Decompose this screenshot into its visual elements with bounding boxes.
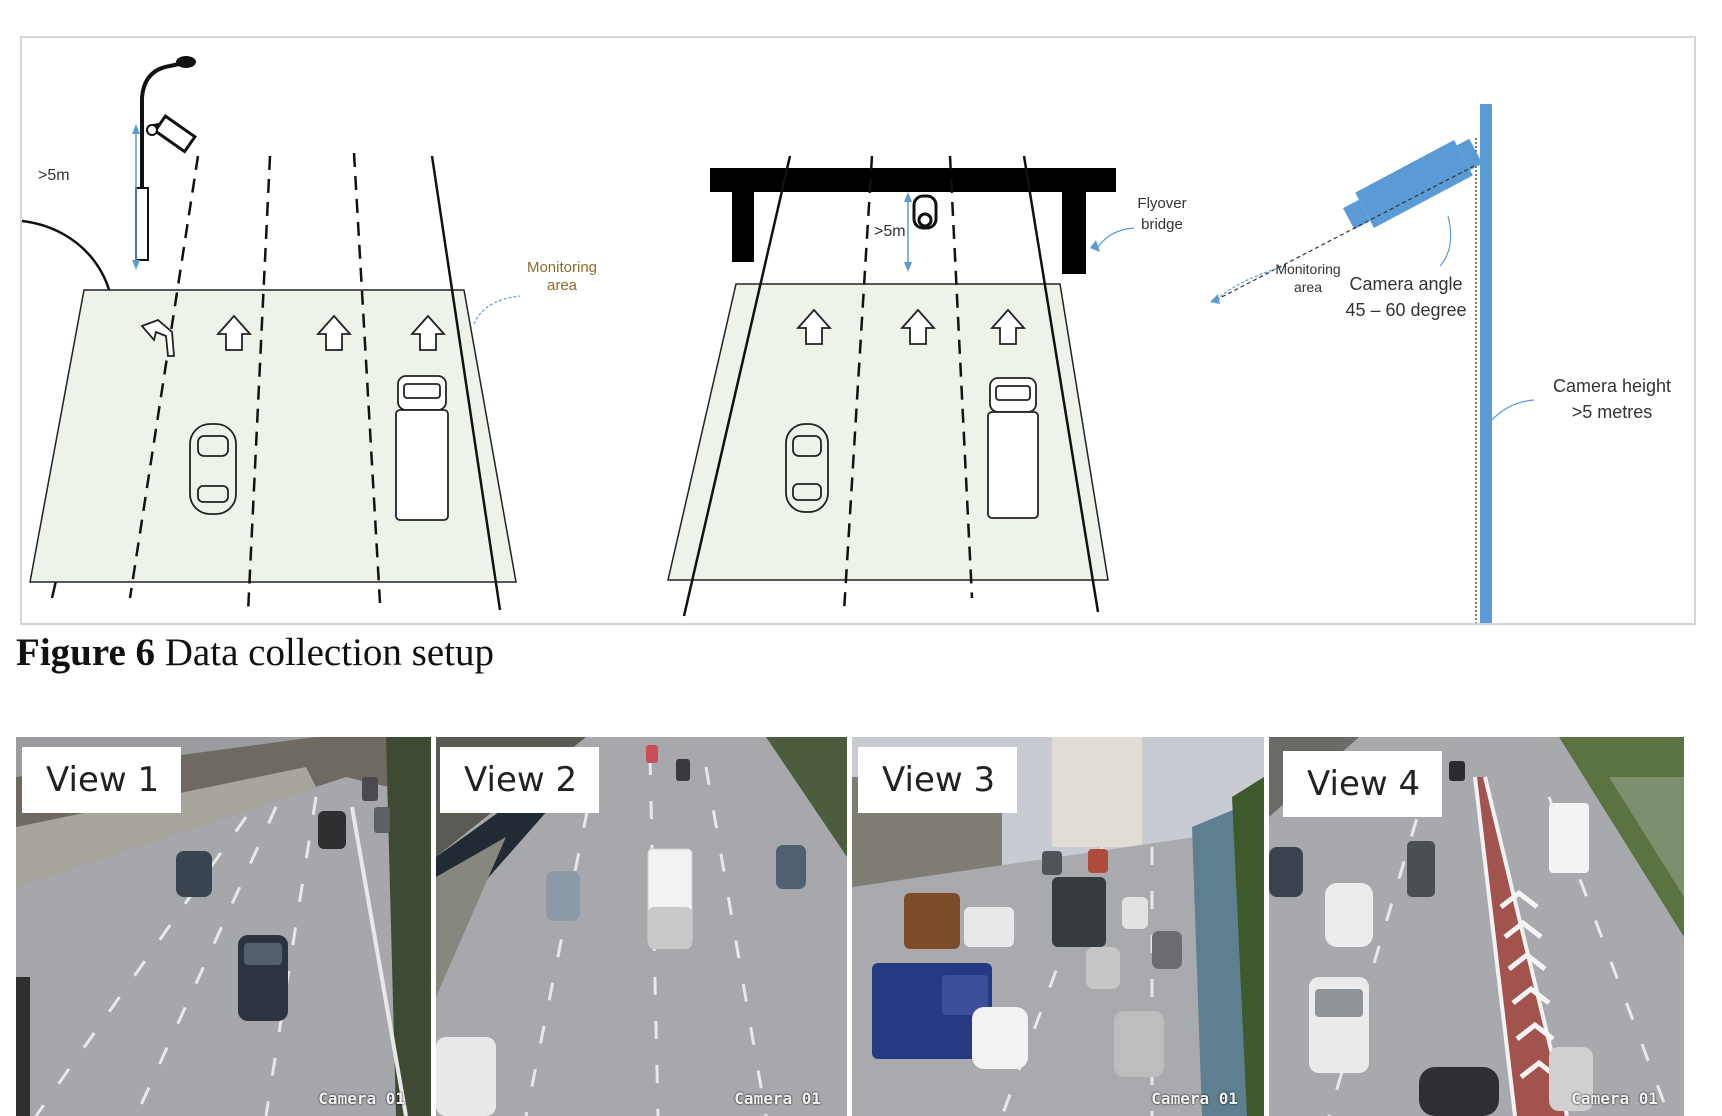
- view-1-camera-label: Camera 01: [318, 1089, 405, 1108]
- flyover-bridge-label: Flyover: [1137, 195, 1186, 212]
- setup-diagram: >5m Monitoring area: [20, 36, 1696, 625]
- height-label-left: >5m: [38, 167, 70, 184]
- angled-camera-icon: [1343, 138, 1483, 230]
- flyover-camera-scene: >5m Flyover bridge: [667, 155, 1187, 617]
- camera-pole: [1480, 104, 1492, 623]
- figure-label: Figure 6: [16, 631, 156, 674]
- flyover-deck: [710, 168, 1116, 192]
- camera-angle-scene: Monitoring area Camera angle 45 – 60 deg…: [1210, 104, 1671, 623]
- camera-view-4: View 4 Camera 01: [1269, 737, 1684, 1116]
- lane-arrow-icon: [140, 314, 447, 357]
- view-2-camera-label: Camera 01: [734, 1089, 821, 1108]
- view-2-label: View 2: [440, 747, 600, 813]
- lane-arrow-icon: [795, 308, 1027, 345]
- truck-icon: [987, 377, 1039, 519]
- camera-angle-label: Camera angle: [1349, 274, 1462, 294]
- setup-diagram-svg: >5m Monitoring area: [22, 56, 1671, 623]
- monitoring-area-label-left: Monitoring: [527, 259, 597, 276]
- camera-views-strip: View 1 Camera 01 View 2 Camera 01: [16, 737, 1698, 1116]
- camera-height-label: Camera height: [1553, 376, 1671, 396]
- monitoring-area-label-right: Monitoring: [1275, 261, 1340, 277]
- view-1-label: View 1: [22, 747, 182, 813]
- view-3-label: View 3: [858, 747, 1018, 813]
- view-4-label: View 4: [1283, 751, 1443, 817]
- car-icon: [785, 423, 829, 513]
- svg-text:area: area: [547, 277, 578, 294]
- monitoring-area-left: [29, 289, 517, 583]
- svg-text:45 – 60 degree: 45 – 60 degree: [1345, 300, 1466, 320]
- figure-caption: Figure 6 Data collection setup: [16, 630, 494, 675]
- car-icon: [189, 423, 237, 515]
- view-4-camera-label: Camera 01: [1571, 1089, 1658, 1108]
- camera-view-3-image: [852, 737, 1264, 1116]
- figure-caption-text: Data collection setup: [155, 631, 494, 674]
- monitoring-area-middle: [667, 283, 1109, 581]
- svg-text:area: area: [1294, 279, 1322, 295]
- camera-view-1: View 1 Camera 01: [16, 737, 431, 1116]
- height-label-middle: >5m: [874, 223, 906, 240]
- camera-view-3: View 3 Camera 01: [852, 737, 1264, 1116]
- svg-text:>5 metres: >5 metres: [1572, 402, 1653, 422]
- pole-camera-scene: >5m Monitoring area: [22, 56, 597, 614]
- camera-view-4-image: [1269, 737, 1684, 1116]
- view-3-camera-label: Camera 01: [1151, 1089, 1238, 1108]
- truck-icon: [395, 375, 449, 521]
- camera-view-2: View 2 Camera 01: [436, 737, 847, 1116]
- street-pole: [140, 60, 189, 260]
- bridge-camera-icon: [912, 194, 938, 230]
- svg-text:bridge: bridge: [1141, 216, 1183, 233]
